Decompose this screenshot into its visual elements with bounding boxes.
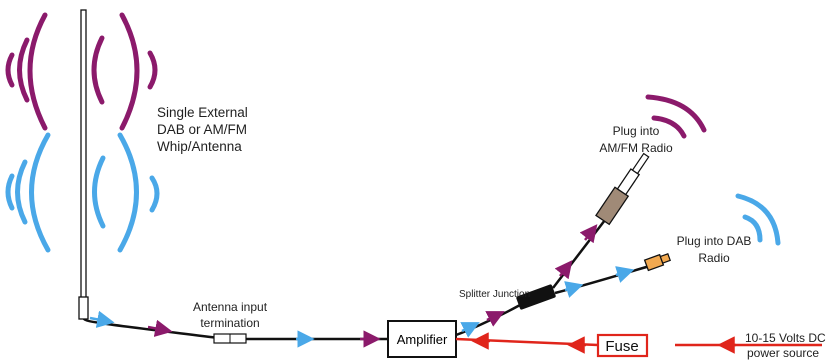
- antenna-label-line-2: DAB or AM/FM: [157, 122, 247, 137]
- dab-label-line-1: Plug into DAB: [677, 234, 752, 248]
- am-fm-plug-icon: [595, 152, 650, 226]
- antenna-input-label-line-2: termination: [200, 316, 259, 330]
- dab-label-line-2: Radio: [698, 251, 730, 265]
- antenna-label-line-1: Single External: [157, 105, 248, 120]
- am-fm-label-line-2: AM/FM Radio: [599, 141, 673, 155]
- dab-plug-icon: [643, 253, 672, 272]
- dab-radio-waves-icon: [735, 193, 781, 246]
- radio-waves-icon: [5, 12, 160, 253]
- splitter-label: Splitter Junction: [459, 289, 530, 300]
- power-cable: [455, 332, 822, 354]
- power-label-line-1: 10-15 Volts DC: [745, 331, 826, 345]
- antenna-input-termination: [213, 333, 247, 344]
- amplifier-label: Amplifier: [397, 332, 448, 347]
- antenna-cable: [82, 310, 219, 340]
- fuse-label: Fuse: [605, 338, 638, 355]
- whip-antenna-icon: [78, 9, 89, 320]
- power-label-line-2: power source: [747, 346, 819, 360]
- splitter-input-cable: [455, 303, 521, 338]
- amplifier-box: [387, 320, 457, 358]
- am-fm-label-line-1: Plug into: [613, 124, 660, 138]
- antenna-input-label-line-1: Antenna input: [193, 300, 268, 314]
- fuse-box: [596, 333, 649, 358]
- dab-branch-cable: [554, 264, 651, 298]
- antenna-label-line-3: Whip/Antenna: [157, 139, 242, 154]
- am-fm-radio-waves-icon: [645, 94, 707, 139]
- am-fm-branch-cable: [552, 219, 606, 289]
- splitter-junction: [516, 284, 556, 310]
